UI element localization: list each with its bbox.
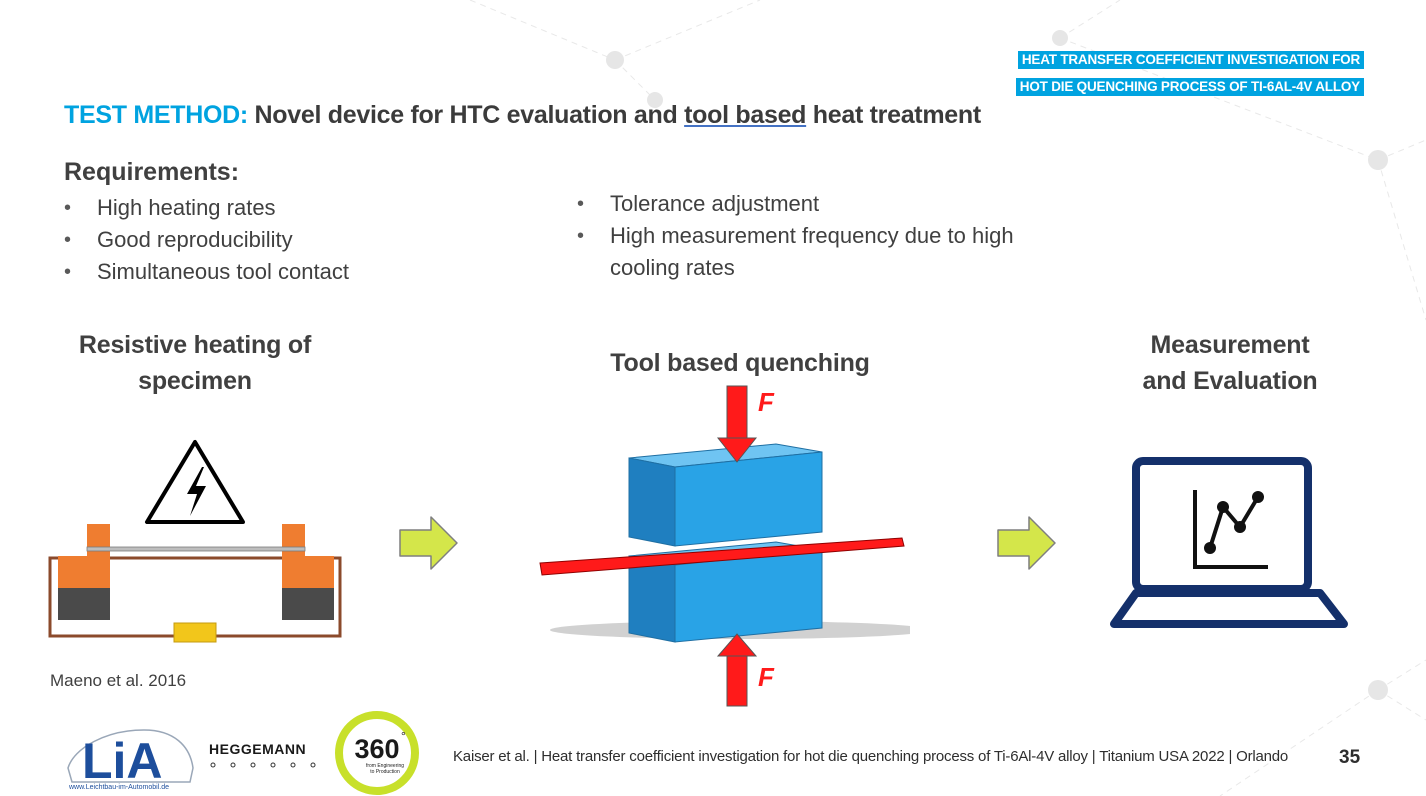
force-label-bottom: F bbox=[758, 662, 775, 692]
step3-heading: Measurement and Evaluation bbox=[1110, 327, 1350, 399]
heggemann-text: HEGGEMANN bbox=[209, 741, 306, 757]
step1-line2: specimen bbox=[138, 367, 252, 395]
step1-line1: Resistive heating of bbox=[78, 331, 312, 359]
footer-text: Kaiser et al. | Heat transfer coefficien… bbox=[453, 748, 1289, 765]
header-tag-line2: HOT DIE QUENCHING PROCESS OF TI-6AL-4V A… bbox=[1015, 78, 1364, 96]
citation: Maeno et al. 2016 bbox=[50, 671, 187, 690]
resistive-heating-diagram bbox=[48, 440, 342, 643]
left-clamp bbox=[58, 524, 110, 620]
step1-heading: Resistive heating of specimen bbox=[50, 327, 340, 399]
laptop-chart-icon bbox=[1110, 457, 1348, 628]
360-logo-sub1: from Engineering bbox=[366, 763, 404, 769]
title-prefix: TEST METHOD: bbox=[64, 101, 248, 129]
force-label-top: F bbox=[758, 387, 775, 417]
360-logo-sub2: to Production bbox=[370, 769, 400, 775]
step3-line1: Measurement bbox=[1150, 331, 1310, 359]
upper-tool bbox=[628, 443, 823, 547]
title-part1: Novel device for HTC evaluation and bbox=[247, 101, 685, 129]
red-specimen bbox=[539, 537, 905, 576]
360-logo-degree: ° bbox=[401, 729, 406, 743]
page-number: 35 bbox=[1339, 747, 1361, 768]
requirements-heading: Requirements: bbox=[64, 158, 240, 186]
lia-logo-url: www.Leichtbau-im-Automobil.de bbox=[68, 784, 169, 791]
right-arrow-icon bbox=[399, 516, 458, 570]
step2-heading: Tool based quenching bbox=[610, 349, 870, 377]
list-item: Simultaneous tool contact bbox=[64, 256, 444, 288]
force-arrow-top bbox=[716, 385, 758, 463]
requirements-list-left: High heating rates Good reproducibility … bbox=[64, 192, 444, 288]
heggemann-logo: HEGGEMANN bbox=[209, 741, 316, 768]
step3-line2: and Evaluation bbox=[1142, 367, 1318, 395]
tool-quenching-diagram: F F bbox=[539, 385, 910, 707]
list-item: High measurement frequency due to high c… bbox=[577, 220, 1020, 284]
list-item: Tolerance adjustment bbox=[577, 188, 1047, 220]
lia-logo: LiA www.Leichtbau-im-Automobil.de bbox=[67, 729, 194, 791]
specimen-strip bbox=[86, 546, 306, 552]
requirements-list-right: Tolerance adjustment High measurement fr… bbox=[577, 188, 1047, 284]
power-source bbox=[173, 622, 217, 643]
360-logo-number: 360 bbox=[354, 734, 399, 764]
title-part2: heat treatment bbox=[806, 101, 981, 129]
360-logo: 360 ° from Engineering to Production bbox=[335, 711, 419, 795]
title-underlined: tool based bbox=[684, 101, 807, 129]
lia-logo-text: LiA bbox=[82, 733, 163, 789]
header-tag-line1: HEAT TRANSFER COEFFICIENT INVESTIGATION … bbox=[1017, 51, 1364, 69]
high-voltage-icon bbox=[145, 440, 245, 524]
right-arrow-icon bbox=[997, 516, 1056, 570]
list-item: High heating rates bbox=[64, 192, 444, 224]
force-arrow-bottom bbox=[716, 633, 758, 707]
right-clamp bbox=[282, 524, 334, 620]
slide-title: TEST METHOD: Novel device for HTC evalua… bbox=[64, 101, 981, 130]
list-item: Good reproducibility bbox=[64, 224, 444, 256]
